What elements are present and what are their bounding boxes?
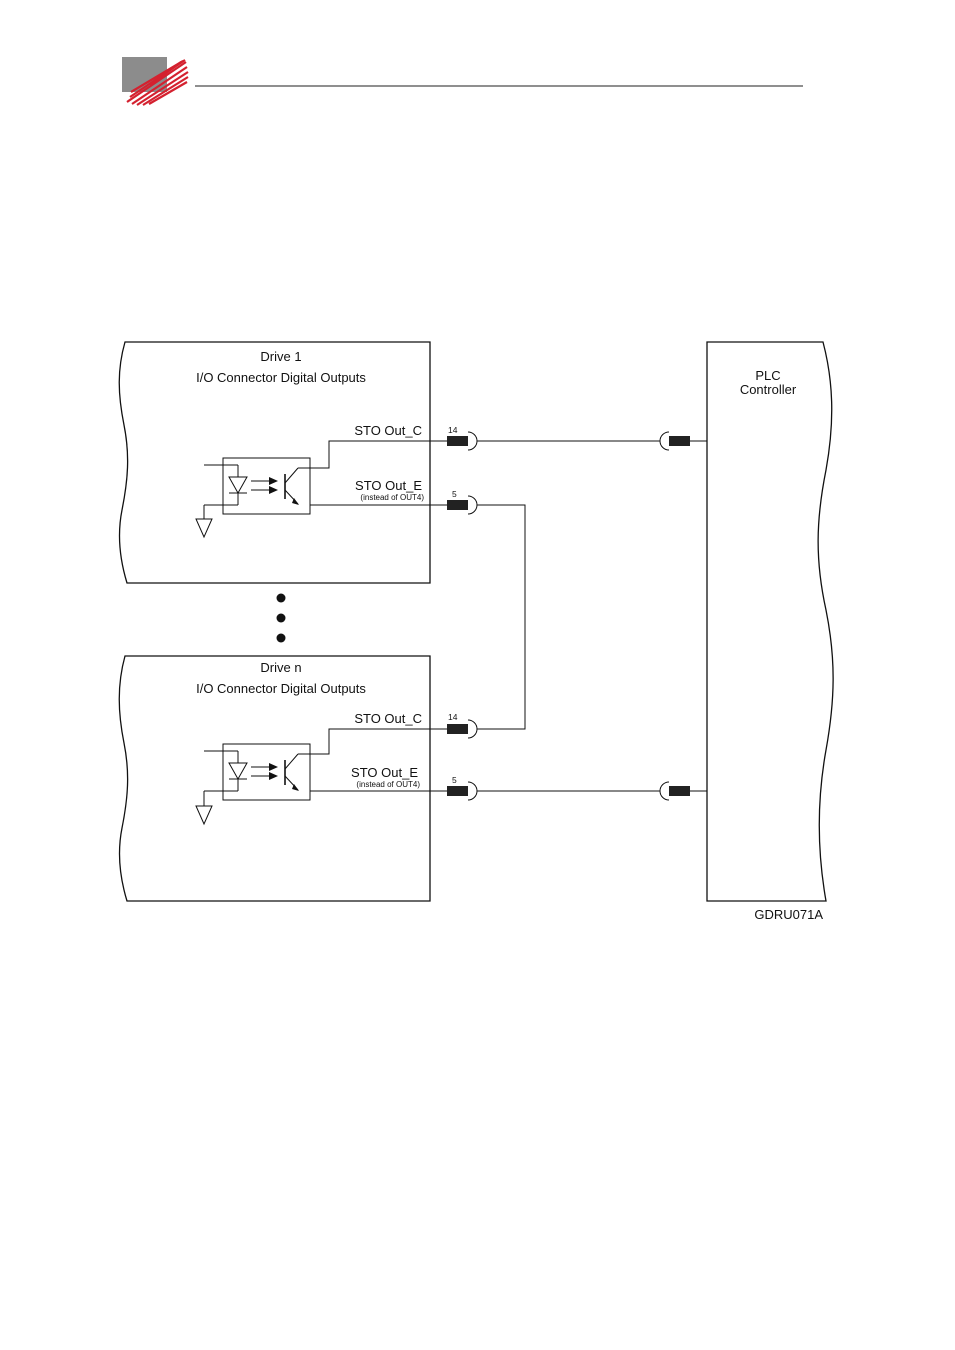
driven-sto-c-label: STO Out_C: [354, 711, 422, 726]
figure-code: GDRU071A: [754, 907, 823, 922]
driven-sto-e-note: (instead of OUT4): [356, 780, 420, 789]
plc-connector-bottom: [660, 782, 707, 800]
driven-pin5-connector: 5: [447, 775, 477, 800]
plc-label-line2: Controller: [740, 382, 797, 397]
svg-text:5: 5: [452, 775, 457, 785]
drive1-pin5-connector: 5: [447, 489, 477, 514]
driven-pin14-connector: 14: [447, 712, 477, 738]
driven-title: Drive n: [260, 660, 301, 675]
plc-controller-block: PLC Controller: [707, 342, 833, 901]
svg-text:14: 14: [448, 712, 458, 722]
plc-outline: [707, 342, 833, 901]
driven-sto-e-label: STO Out_E: [351, 765, 418, 780]
drive1-subtitle: I/O Connector Digital Outputs: [196, 370, 366, 385]
drive1-title: Drive 1: [260, 349, 301, 364]
drive1-sto-e-label: STO Out_E: [355, 478, 422, 493]
plc-connector-top: [660, 432, 707, 450]
drive1-pin14-connector: 14: [447, 425, 477, 450]
svg-text:5: 5: [452, 489, 457, 499]
drive1-sto-c-label: STO Out_C: [354, 423, 422, 438]
continuation-dots: [277, 594, 286, 643]
svg-text:14: 14: [448, 425, 458, 435]
plc-label-line1: PLC: [755, 368, 780, 383]
drive1-sto-e-note: (instead of OUT4): [360, 493, 424, 502]
driven-block: Drive n I/O Connector Digital Outputs ST…: [119, 656, 477, 901]
drive1-block: Drive 1 I/O Connector Digital Outputs S: [119, 342, 477, 583]
driven-subtitle: I/O Connector Digital Outputs: [196, 681, 366, 696]
daisy-chain-wire: [477, 505, 525, 729]
